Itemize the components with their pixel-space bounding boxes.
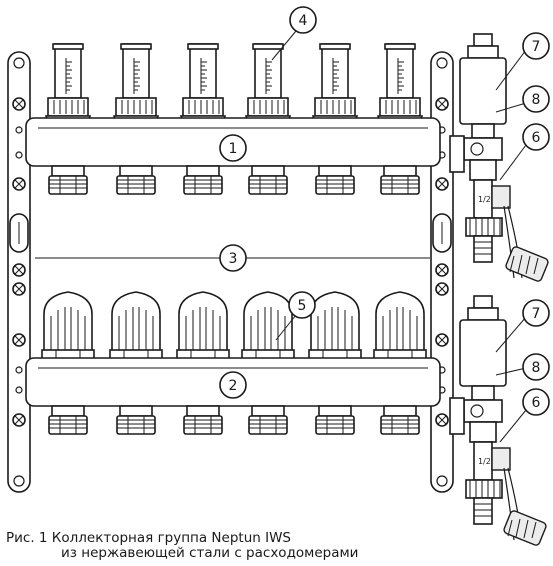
callout-6-lower: 6 — [522, 388, 550, 416]
callout-6-upper-label: 6 — [532, 130, 541, 146]
caption-line-1: Рис. 1 Коллекторная группа Neptun IWS — [6, 530, 292, 546]
callout-3: 3 — [219, 244, 247, 272]
callout-7-lower-label: 7 — [532, 306, 541, 322]
leader-lines — [35, 30, 527, 443]
callout-4-label: 4 — [299, 13, 308, 29]
callout-6-lower-label: 6 — [532, 395, 541, 411]
callout-5-label: 5 — [298, 298, 307, 314]
callout-2: 2 — [219, 371, 247, 399]
callout-8-lower-label: 8 — [532, 360, 541, 376]
callout-2-label: 2 — [229, 378, 238, 394]
callout-6-upper: 6 — [522, 123, 550, 151]
callout-3-label: 3 — [229, 251, 238, 267]
supply-outlets — [48, 165, 420, 195]
callout-8-upper: 8 — [522, 85, 550, 113]
return-outlets — [48, 405, 420, 435]
drain-caps — [503, 246, 549, 546]
bracket-fasteners — [12, 97, 449, 427]
callout-8-upper-label: 8 — [532, 92, 541, 108]
callouts: 1 2 3 4 5 6 6 7 — [219, 6, 550, 416]
callout-4: 4 — [289, 6, 317, 34]
callout-7-lower: 7 — [522, 299, 550, 327]
callout-1: 1 — [219, 134, 247, 162]
figure-caption: Рис. 1 Коллекторная группа Neptun IWS из… — [6, 530, 358, 561]
lower-right-assembly — [449, 295, 523, 541]
callout-7-upper: 7 — [522, 32, 550, 60]
callout-1-label: 1 — [229, 141, 238, 157]
callout-7-upper-label: 7 — [532, 39, 541, 55]
caption-line-2: из нержавеющей стали с расходомерами — [61, 545, 359, 561]
callout-8-lower: 8 — [522, 353, 550, 381]
callout-5: 5 — [288, 291, 316, 319]
upper-right-assembly — [449, 33, 523, 279]
